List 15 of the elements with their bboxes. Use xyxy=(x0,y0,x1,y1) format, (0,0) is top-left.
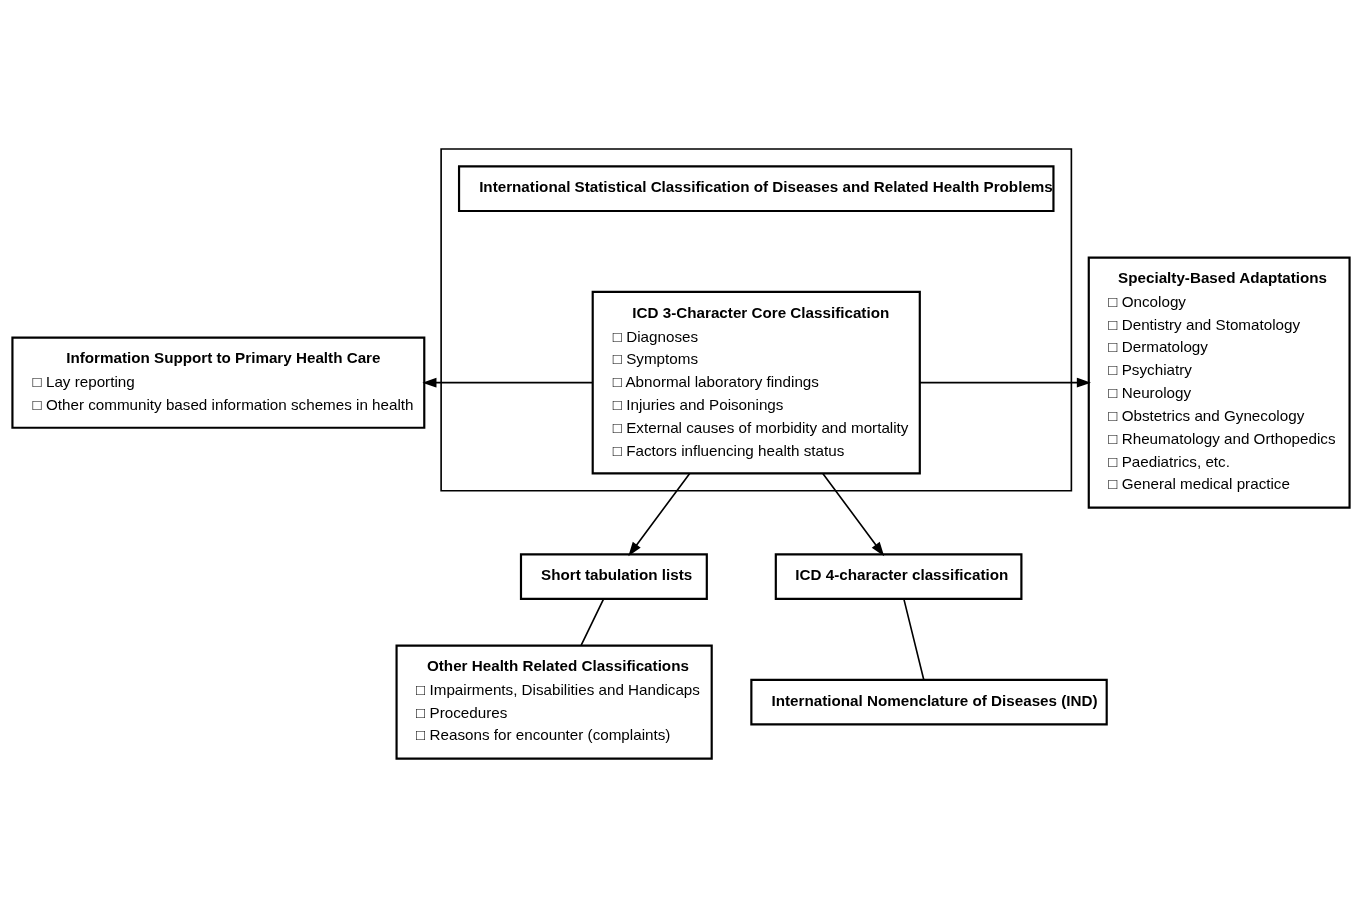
connector xyxy=(580,598,605,646)
arrow xyxy=(628,472,691,557)
node-box: Information Support to Primary Health Care □ Lay reporting □ Other community based information schemes in health xyxy=(11,336,426,429)
node-box: International Statistical Classification of Diseases and Related Health Problems xyxy=(457,165,1055,213)
arrow xyxy=(422,377,594,388)
node-box: ICD 3-Character Core Classification □ Diagnoses □ Symptoms □ Abnormal laboratory findings □ Injuries and Poisonings □ External causes of morbidity and mortality □ Factors influencing health status xyxy=(591,290,921,475)
node-box: ICD 4-character classification xyxy=(774,553,1023,600)
arrow xyxy=(919,377,1091,388)
connector xyxy=(903,598,925,681)
arrow xyxy=(822,472,885,557)
node-box: Short tabulation lists xyxy=(519,553,708,600)
node-box: International Nomenclature of Diseases (IND) xyxy=(750,678,1108,726)
node-box: Other Health Related Classifications □ Impairments, Disabilities and Handicaps □ Procedures □ Reasons for encounter (complaints) xyxy=(395,644,713,760)
node-box: Specialty-Based Adaptations □ Oncology □ Dentistry and Stomatology □ Dermatology □ Psychiatry □ Neurology □ Obstetrics and Gynecology □ Rheumatology and Orthopedics □ Paediatrics, etc. □ General medical practice xyxy=(1087,256,1351,509)
cluster xyxy=(440,148,1073,492)
